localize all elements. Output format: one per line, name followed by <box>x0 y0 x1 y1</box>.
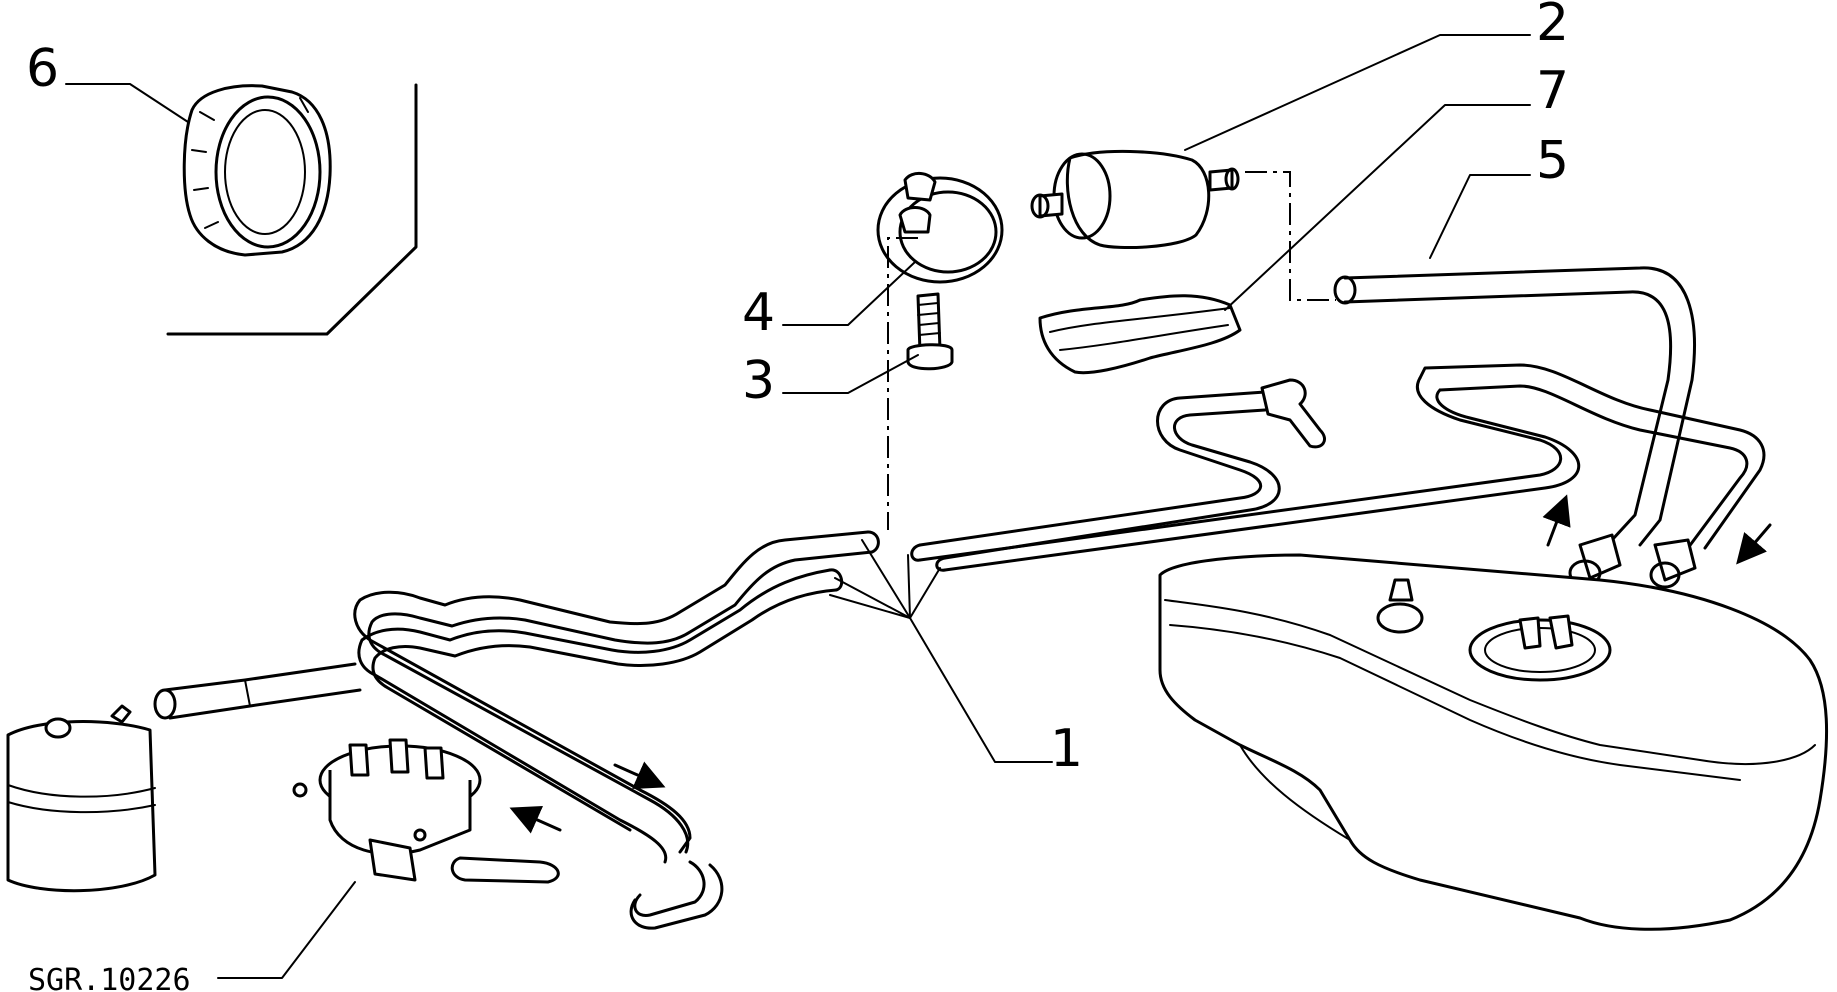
assembly-center-lines <box>887 171 1336 530</box>
canister-part <box>6 704 157 893</box>
return-hose-part <box>1333 266 1696 587</box>
flow-arrow-up <box>1542 494 1571 547</box>
screw-part <box>906 292 954 371</box>
callout-1: 1 <box>1050 719 1083 779</box>
leader-code <box>217 881 356 979</box>
bracket-line <box>166 83 418 336</box>
leader-1 <box>909 617 1053 763</box>
leader-7 <box>1224 104 1531 311</box>
fuel-tank-part <box>1158 553 1829 931</box>
pipe-bundle-part <box>353 530 947 864</box>
callout-5: 5 <box>1536 131 1569 191</box>
callout-4: 4 <box>742 283 775 343</box>
fuel-filter-part <box>1030 149 1240 249</box>
flow-arrow-lower-left <box>509 806 562 834</box>
tank-side-pipes <box>918 363 1766 589</box>
drawing-code: SGR.10226 <box>28 963 191 992</box>
leader-lines <box>65 34 1531 979</box>
leader-3 <box>782 354 919 394</box>
callout-3: 3 <box>742 351 775 411</box>
flow-arrow-upper-left <box>613 761 666 789</box>
leader-5 <box>1429 174 1531 259</box>
u-hose-part <box>629 860 724 930</box>
flow-arrows <box>509 494 1772 834</box>
fuel-pump-part <box>292 738 560 884</box>
callout-2: 2 <box>1536 0 1569 53</box>
flow-arrow-down <box>1736 523 1772 565</box>
callout-6: 6 <box>26 39 59 99</box>
vent-pipe-part <box>153 662 362 720</box>
leader-4 <box>782 261 916 326</box>
leader-6 <box>65 83 189 123</box>
callout-7: 7 <box>1536 61 1569 121</box>
shield-part <box>1038 294 1242 375</box>
leader-2 <box>1184 34 1531 151</box>
clamp-part <box>876 172 1004 284</box>
filler-ring-part <box>182 84 332 257</box>
